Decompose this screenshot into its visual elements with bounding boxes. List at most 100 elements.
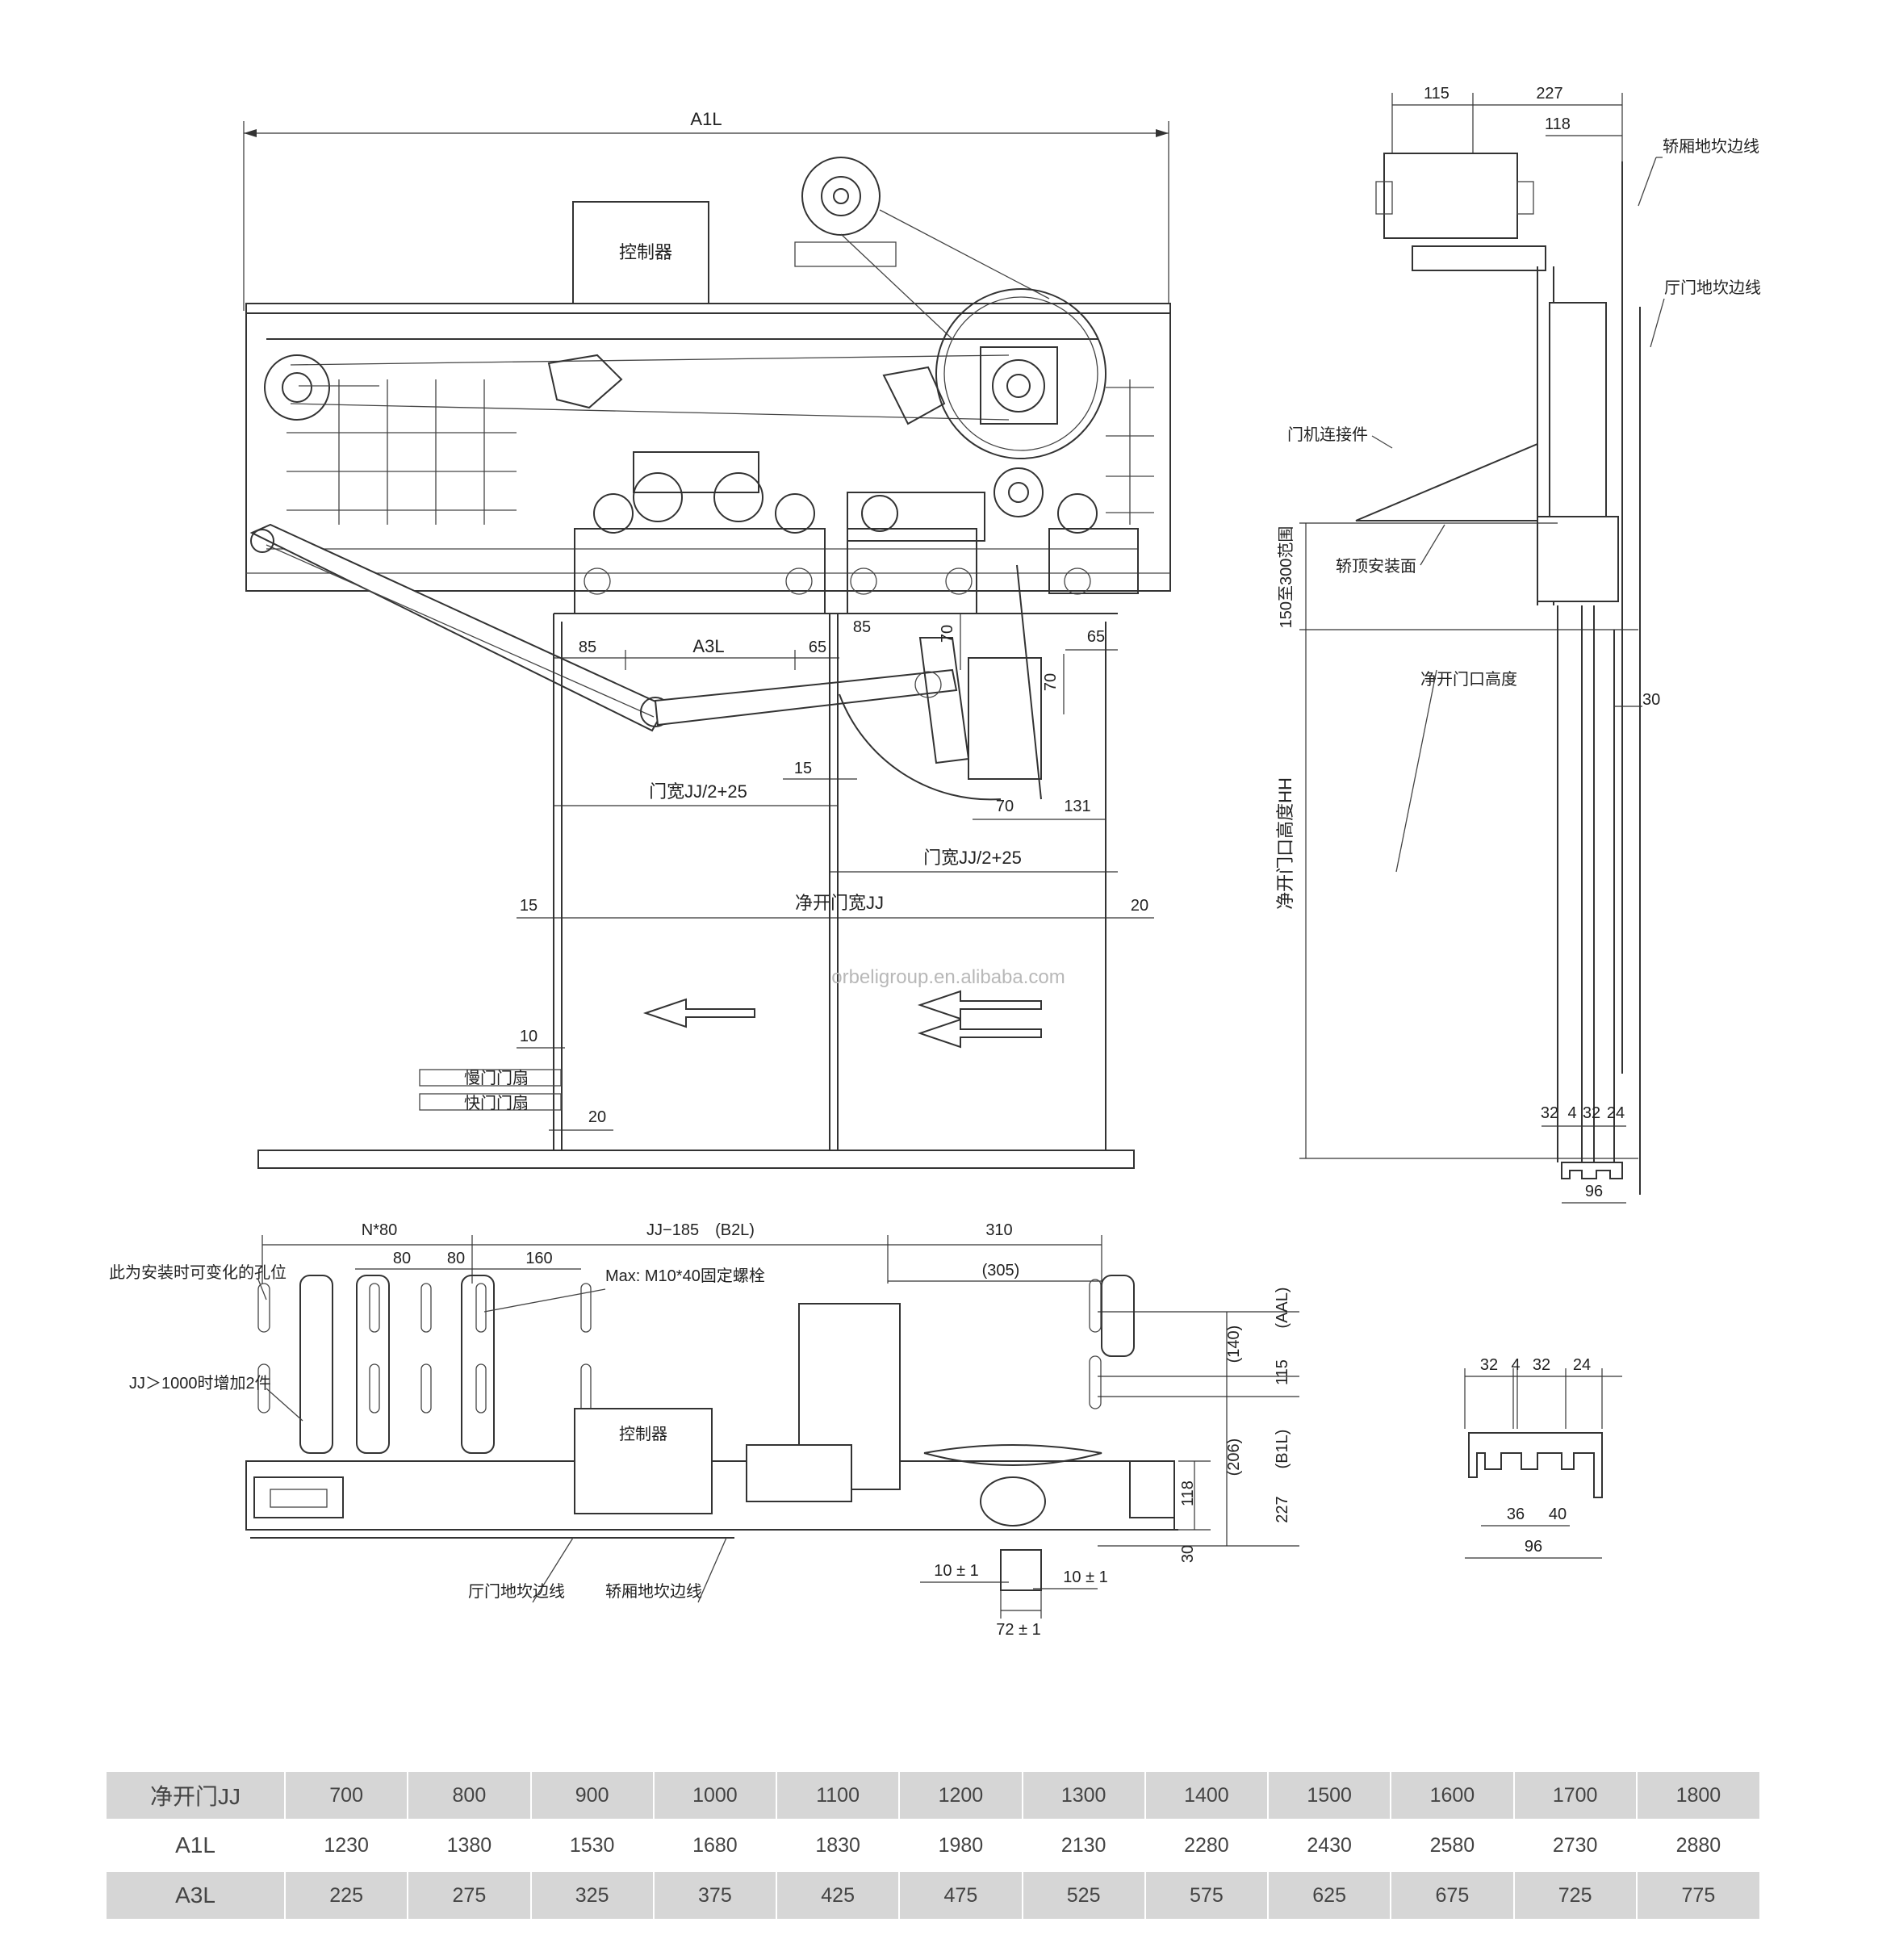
table-cell: 2280 bbox=[1144, 1822, 1268, 1869]
table-cell: 1380 bbox=[407, 1822, 531, 1869]
table-cell: 1230 bbox=[283, 1822, 408, 1869]
table-cell: 1000 bbox=[652, 1772, 776, 1819]
sill-32-b: 32 bbox=[1533, 1356, 1550, 1374]
watermark: orbeligroup.en.alibaba.com bbox=[831, 966, 1065, 988]
sill-24: 24 bbox=[1573, 1356, 1591, 1374]
table-cell: 1100 bbox=[775, 1772, 900, 1819]
table-cell: 575 bbox=[1144, 1872, 1268, 1919]
plan-72: 72 ± 1 bbox=[996, 1621, 1040, 1639]
table-cell: 1600 bbox=[1390, 1772, 1514, 1819]
side-96: 96 bbox=[1585, 1183, 1603, 1200]
dim-85-b: 85 bbox=[853, 618, 871, 636]
table-cell: 275 bbox=[407, 1872, 531, 1919]
table-cell: 1830 bbox=[775, 1822, 900, 1869]
dim-20-a: 20 bbox=[1131, 897, 1148, 915]
dim-70-v1: 70 bbox=[939, 625, 956, 643]
plan-160: 160 bbox=[525, 1250, 552, 1267]
plan-view: N*80 JJ−185 (B2L) 310 80 80 160 (305) bbox=[109, 1221, 1299, 1639]
door-connector-label: 门机连接件 bbox=[1287, 425, 1368, 444]
a1l-label: A1L bbox=[690, 109, 722, 129]
table-cell: 1980 bbox=[898, 1822, 1023, 1869]
car-top-mount-label: 轿顶安装面 bbox=[1336, 557, 1416, 576]
bolt-note: Max: M10*40固定螺栓 bbox=[605, 1267, 765, 1285]
plan-206: (206) bbox=[1225, 1439, 1243, 1476]
table-cell: 625 bbox=[1266, 1872, 1391, 1919]
table-cell: 1700 bbox=[1512, 1772, 1637, 1819]
table-cell: 700 bbox=[283, 1772, 408, 1819]
plan-140: (140) bbox=[1225, 1326, 1243, 1363]
door-width-right: 门宽JJ/2+25 bbox=[923, 848, 1022, 868]
plan-n80: N*80 bbox=[362, 1221, 397, 1239]
clear-height-label: 净开门口高度 bbox=[1420, 670, 1517, 689]
car-sill-edge-side: 轿厢地坎边线 bbox=[1663, 137, 1759, 156]
plan-jj185: JJ−185 (B2L) bbox=[646, 1221, 755, 1239]
landing-sill-edge-side: 厅门地坎边线 bbox=[1664, 279, 1761, 297]
side-view: 115 227 118 轿厢地坎边线 厅门地坎边线 门机连接件 轿顶安装面 15… bbox=[1275, 85, 1761, 1204]
table-cell: 1500 bbox=[1266, 1772, 1391, 1819]
a3l-label: A3L bbox=[692, 636, 724, 656]
table-gap bbox=[105, 1869, 1759, 1872]
table-cell: 800 bbox=[407, 1772, 531, 1819]
table-cell: 1800 bbox=[1635, 1772, 1759, 1819]
dim-20-b: 20 bbox=[588, 1108, 606, 1126]
variable-holes-note: 此为安装时可变化的孔位 bbox=[109, 1263, 287, 1282]
table-cell: 325 bbox=[529, 1872, 654, 1919]
add-two-note: JJ＞1000时增加2件 bbox=[129, 1374, 271, 1393]
table-cell: 725 bbox=[1512, 1872, 1637, 1919]
dim-131: 131 bbox=[1064, 798, 1090, 815]
slow-door-label: 慢门门扇 bbox=[464, 1069, 529, 1087]
landing-sill-edge-plan: 厅门地坎边线 bbox=[468, 1582, 565, 1601]
clear-height-hh: 净开门口高度HH bbox=[1275, 777, 1295, 910]
dim-85-a: 85 bbox=[579, 639, 596, 656]
plan-80-a: 80 bbox=[393, 1250, 411, 1267]
table-cell: 1680 bbox=[652, 1822, 776, 1869]
sill-96: 96 bbox=[1525, 1538, 1542, 1556]
door-width-left: 门宽JJ/2+25 bbox=[649, 781, 747, 802]
table-cell: 475 bbox=[898, 1872, 1023, 1919]
table-cell: 1200 bbox=[898, 1772, 1023, 1819]
side-32-b: 32 bbox=[1583, 1104, 1600, 1122]
controller-label-bottom: 控制器 bbox=[619, 1425, 667, 1443]
sill-section-detail: 32 4 32 24 36 40 96 bbox=[1464, 1356, 1622, 1559]
fast-door-label: 快门门扇 bbox=[464, 1094, 529, 1112]
side-227: 227 bbox=[1536, 85, 1562, 103]
dim-15-a: 15 bbox=[794, 760, 812, 777]
table-cell: 1300 bbox=[1021, 1772, 1145, 1819]
plan-115: 115 bbox=[1274, 1359, 1291, 1385]
side-118: 118 bbox=[1545, 115, 1571, 133]
sill-32-a: 32 bbox=[1480, 1356, 1498, 1374]
dim-65-b: 65 bbox=[1087, 628, 1105, 646]
table-cell: 2730 bbox=[1512, 1822, 1637, 1869]
clear-width-label: 净开门宽JJ bbox=[795, 893, 884, 913]
table-cell: 375 bbox=[652, 1872, 776, 1919]
dim-70-h: 70 bbox=[996, 798, 1014, 815]
side-30: 30 bbox=[1642, 691, 1660, 709]
car-sill-edge-plan: 轿厢地坎边线 bbox=[605, 1582, 702, 1601]
table-cell: 2880 bbox=[1635, 1822, 1759, 1869]
table-cell: 425 bbox=[775, 1872, 900, 1919]
plan-227: 227 bbox=[1274, 1496, 1291, 1522]
side-115: 115 bbox=[1424, 85, 1449, 103]
side-32-a: 32 bbox=[1541, 1104, 1558, 1122]
table-cell: 525 bbox=[1021, 1872, 1145, 1919]
table-cell: 775 bbox=[1635, 1872, 1759, 1919]
dim-65-a: 65 bbox=[809, 639, 826, 656]
table-gap-cell bbox=[105, 1869, 1759, 1872]
table-row-header: 净开门JJ bbox=[105, 1772, 285, 1819]
table-cell: 900 bbox=[529, 1772, 654, 1819]
sill-40: 40 bbox=[1549, 1506, 1567, 1523]
sill-36: 36 bbox=[1507, 1506, 1525, 1523]
plan-aal: (AAL) bbox=[1274, 1287, 1291, 1328]
plan-10-b: 10 ± 1 bbox=[1063, 1568, 1107, 1586]
table-cell: 2130 bbox=[1021, 1822, 1145, 1869]
plan-80-b: 80 bbox=[447, 1250, 465, 1267]
front-view: A1L 控制器 bbox=[243, 109, 1171, 1169]
table-gap bbox=[105, 1819, 1759, 1822]
table-cell: 2430 bbox=[1266, 1822, 1391, 1869]
dim-70-v2: 70 bbox=[1042, 673, 1060, 691]
side-24: 24 bbox=[1607, 1104, 1625, 1122]
controller-label-top: 控制器 bbox=[619, 242, 672, 262]
